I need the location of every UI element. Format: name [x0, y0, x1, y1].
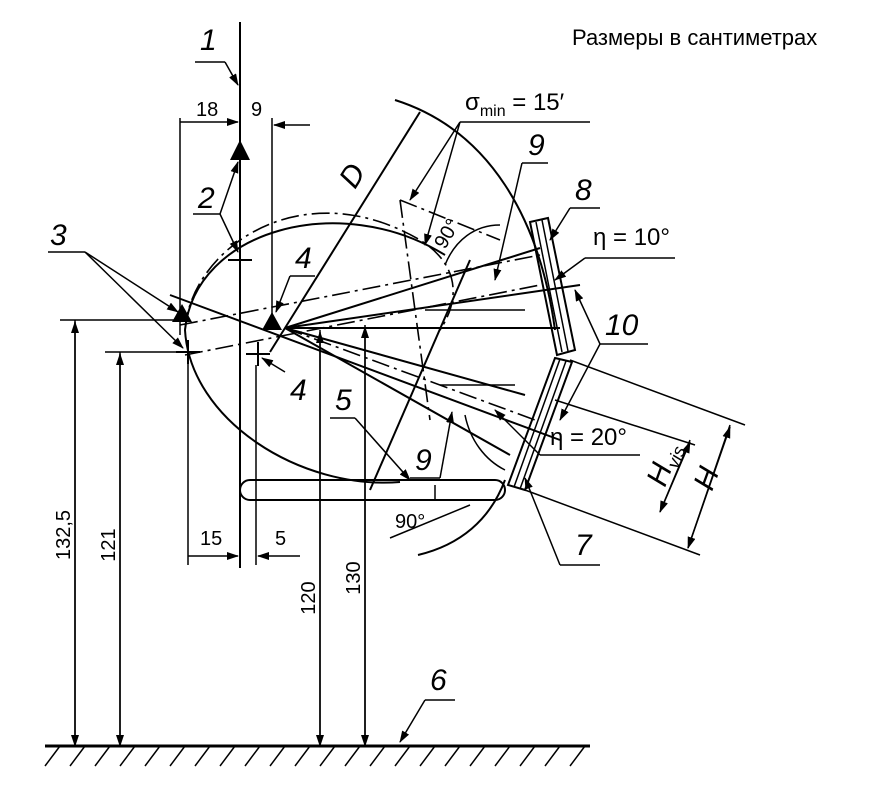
angle-90-leader — [389, 504, 471, 539]
title: Размеры в сантиметрах — [572, 25, 817, 50]
eta-10-leader — [554, 257, 586, 281]
label-D: D — [333, 158, 372, 194]
angle-90-top: 90° — [430, 215, 464, 252]
label-10-leader-2 — [559, 343, 601, 421]
cross-4 — [246, 342, 270, 366]
label-3-leader-1 — [84, 251, 179, 313]
label-6-leader — [399, 699, 426, 743]
sigma-leader-2 — [424, 121, 461, 246]
label-6: 6 — [430, 664, 447, 697]
label-3: 3 — [50, 219, 67, 252]
diameter-line-upper — [269, 111, 421, 353]
height-dimensions — [524, 359, 746, 556]
eye-ellipse-lower — [184, 329, 401, 484]
dim-5: 5 — [275, 528, 286, 550]
eta-20: η = 20° — [550, 424, 627, 451]
label-10-leader-1 — [574, 289, 601, 345]
sigma-label: σmin = 15′ — [465, 89, 565, 120]
sigma-sub: min — [480, 103, 506, 120]
cross-3 — [176, 340, 200, 364]
triangle-2 — [230, 140, 250, 160]
angle-90-bottom: 90° — [395, 511, 425, 533]
triangle-3 — [172, 304, 192, 322]
dim-132-5: 132,5 — [53, 510, 75, 560]
eye-ellipse-upper — [184, 222, 446, 331]
label-2-leader-1 — [219, 161, 239, 215]
label-7: 7 — [575, 529, 593, 562]
dim-120: 120 — [298, 581, 320, 614]
label-4-top: 4 — [295, 242, 312, 275]
label-4-bottom-leader — [261, 357, 286, 373]
label-9-bottom-leader — [439, 411, 454, 479]
bottom-dimensions — [187, 360, 300, 565]
label-1-leader — [224, 61, 239, 86]
label-9-top-leader — [493, 162, 523, 281]
label-3-leader-2 — [84, 251, 184, 349]
screen-upper — [528, 216, 577, 357]
label-2: 2 — [197, 182, 215, 215]
label-5: 5 — [335, 384, 352, 417]
label-5-leader — [354, 417, 411, 481]
sigma-leader-1 — [409, 121, 461, 201]
label-4-bottom: 4 — [290, 374, 307, 407]
angle-arc-top — [444, 224, 501, 266]
triangle-4 — [262, 312, 282, 330]
visibility-arc-lower — [417, 479, 506, 556]
eta-10: η = 10° — [593, 224, 670, 251]
label-8: 8 — [575, 174, 592, 207]
sight-lines — [169, 247, 581, 456]
seat — [239, 479, 506, 501]
label-9-top: 9 — [528, 129, 545, 162]
visibility-arc-upper — [394, 99, 556, 331]
label-4-top-leader — [275, 275, 291, 313]
dim-121: 121 — [98, 528, 120, 561]
eta-20-leader — [494, 409, 541, 456]
dim-18: 18 — [196, 99, 218, 121]
dim-9: 9 — [251, 99, 262, 121]
sigma-symbol: σ — [465, 89, 480, 116]
construction-lines — [399, 199, 501, 421]
eye-ellipse-dashed — [184, 212, 454, 331]
ground — [44, 744, 590, 767]
cross-2 — [228, 248, 252, 272]
sigma-value: = 15′ — [506, 89, 565, 116]
dim-130: 130 — [343, 561, 365, 594]
label-Hvis: Hvis — [641, 438, 690, 491]
angle-arc-bottom — [464, 414, 506, 471]
label-1: 1 — [200, 24, 217, 57]
diameter-line-lower — [369, 259, 471, 491]
label-2-leader-2 — [219, 213, 239, 253]
label-H: H — [688, 462, 727, 494]
label-8-leader — [549, 207, 571, 241]
label-9-bottom: 9 — [415, 444, 432, 477]
label-7-leader — [524, 477, 561, 566]
dim-15: 15 — [200, 528, 222, 550]
label-10: 10 — [605, 309, 639, 342]
